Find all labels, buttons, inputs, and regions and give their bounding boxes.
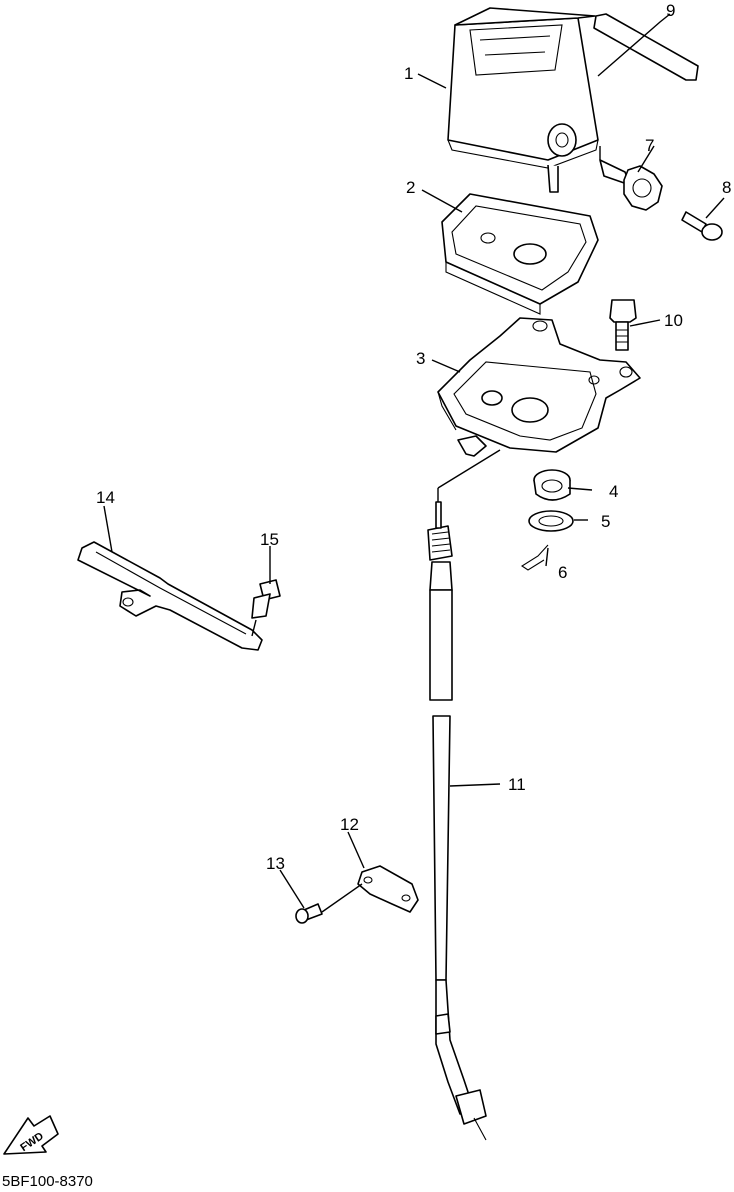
fwd-direction-badge: FWD (3, 1115, 59, 1155)
callout-7: 7 (645, 136, 654, 155)
callout-1: 1 (404, 64, 413, 83)
part-6-clip (520, 544, 549, 571)
callout-9: 9 (666, 1, 675, 20)
callout-8: 8 (722, 178, 731, 197)
callout-2: 2 (406, 178, 415, 197)
part-8-screw (681, 211, 723, 241)
part-2-cushion (441, 193, 599, 315)
part-10-bolt (609, 299, 637, 351)
callout-6: 6 (558, 563, 567, 582)
part-3-meter-bracket (437, 317, 641, 457)
callout-13: 13 (266, 854, 285, 873)
callout-5: 5 (601, 512, 610, 531)
part-12-clamp (357, 865, 419, 913)
callout-15: 15 (260, 530, 279, 549)
drawing-code: 5BF100-8370 (2, 1173, 93, 1190)
part-4-grommet (533, 469, 571, 501)
part-13-screw (295, 903, 323, 924)
callout-3: 3 (416, 349, 425, 368)
part-15-bolt (251, 579, 281, 619)
part-1-meter-housing (447, 7, 599, 193)
callout-labels: 1 2 3 4 5 6 7 8 9 10 11 12 13 14 15 (96, 1, 731, 873)
callout-14: 14 (96, 488, 115, 507)
callout-11: 11 (508, 775, 526, 794)
part-7-drive-gear (599, 159, 663, 211)
part-9-lens-strip (593, 13, 699, 81)
callout-4: 4 (609, 482, 618, 501)
callout-12: 12 (340, 815, 359, 834)
leader-lines (103, 13, 725, 913)
part-11-speedometer-cable (427, 501, 487, 1141)
callout-10: 10 (664, 311, 683, 330)
part-5-washer (528, 510, 574, 532)
part-14-stay (77, 541, 263, 651)
